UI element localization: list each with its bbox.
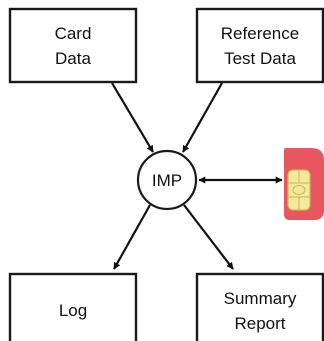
edge-reference-test-data-to-imp: [182, 82, 223, 153]
card-data-label-line2: Data: [55, 49, 91, 68]
node-card-data: Card Data: [8, 7, 138, 84]
summary-report-box: [195, 272, 324, 341]
reference-test-data-box: [195, 7, 324, 84]
edge-card-data-to-imp: [111, 82, 154, 153]
node-log: Log: [8, 272, 138, 341]
summary-report-label-line2: Report: [234, 314, 285, 333]
imp-circle: [136, 149, 198, 211]
reference-test-data-label-line2: Test Data: [224, 49, 296, 68]
card-data-box: [8, 7, 138, 84]
log-label: Log: [59, 301, 87, 320]
imp-label: IMP: [152, 171, 182, 190]
card-data-label-line1: Card: [55, 24, 92, 43]
sim-card-icon: [284, 148, 324, 220]
edge-imp-to-summary-report: [183, 204, 234, 270]
edge-imp-to-log: [113, 204, 151, 270]
node-imp: IMP: [136, 149, 198, 211]
reference-test-data-label-line1: Reference: [221, 24, 299, 43]
node-summary-report: Summary Report: [195, 272, 324, 341]
node-reference-test-data: Reference Test Data: [195, 7, 324, 84]
summary-report-label-line1: Summary: [224, 289, 297, 308]
log-box: [8, 272, 138, 341]
